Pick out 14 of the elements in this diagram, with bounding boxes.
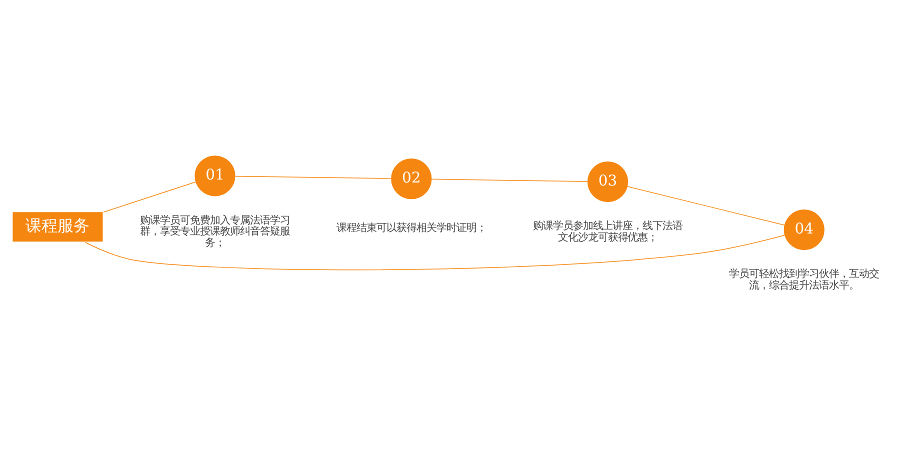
node-circle: 02 [390,158,432,200]
node-circle: 01 [194,156,235,196]
connector [430,178,588,182]
connector [84,234,785,270]
node-circle: 04 [783,210,824,250]
node-label: 课程结束可以获得相关学时证明； [336,222,486,234]
connector [102,182,196,212]
node-box: 课程服务 [10,210,104,244]
node-label: 学员可轻松找到学习伙伴，互动交流，综合提升法语水平。 [728,268,879,292]
node-label: 购课学员参加线上讲座，线下法语文化沙龙可获得优惠； [532,220,682,244]
node-circle: 03 [586,162,628,202]
connector [626,186,784,226]
connector [234,176,392,179]
node-label: 购课学员可免费加入专属法语学习群，享受专业授课教师纠音答疑服务； [139,214,290,249]
